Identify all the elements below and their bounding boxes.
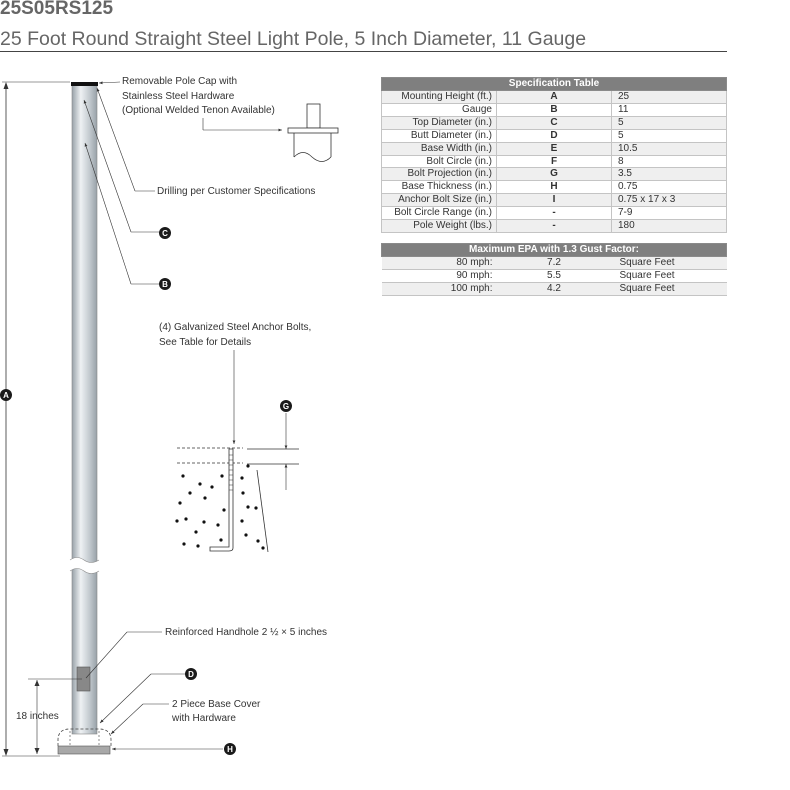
product-title: 25 Foot Round Straight Steel Light Pole,… <box>0 28 587 50</box>
specification-table: Specification Table Mounting Height (ft.… <box>381 77 727 233</box>
callout-base-cover: 2 Piece Base Cover with Hardware <box>171 699 263 724</box>
marker-c: C <box>159 227 171 239</box>
pole-cap <box>71 82 98 86</box>
svg-text:D: D <box>188 670 194 679</box>
callout-drilling: Drilling per Customer Specifications <box>157 186 315 197</box>
handhole-height-label: 18 inches <box>16 711 59 722</box>
svg-text:A: A <box>3 391 9 400</box>
marker-h: H <box>224 743 236 755</box>
spec-table-title: Specification Table <box>381 77 727 91</box>
callout-anchor-bolts: (4) Galvanized Steel Anchor Bolts, See T… <box>159 322 314 348</box>
marker-b: B <box>159 278 171 290</box>
table-row: Bolt Circle Range (in.)-7-9 <box>381 206 727 221</box>
svg-text:G: G <box>283 402 289 411</box>
svg-text:B: B <box>162 280 168 289</box>
epa-table-title: Maximum EPA with 1.3 Gust Factor: <box>381 243 727 257</box>
anchor-bolt <box>209 448 234 552</box>
base-plate <box>57 745 111 755</box>
epa-table: Maximum EPA with 1.3 Gust Factor: 80 mph… <box>381 243 727 296</box>
callout-handhole: Reinforced Handhole 2 ½ × 5 inches <box>165 627 327 638</box>
base-cover <box>57 728 112 746</box>
table-row: Pole Weight (lbs.)-180 <box>381 219 727 233</box>
pole-diagram: A Removable Pole Cap with Stainless Stee… <box>0 76 339 757</box>
marker-g: G <box>280 400 292 412</box>
tenon-detail <box>287 103 339 162</box>
title-divider <box>0 51 727 52</box>
product-code: 25S05RS125 <box>0 0 114 19</box>
callout-pole-cap: Removable Pole Cap with Stainless Steel … <box>122 76 275 116</box>
svg-text:H: H <box>227 745 233 754</box>
marker-d: D <box>185 668 197 680</box>
pole-shaft <box>71 83 98 735</box>
foundation-detail <box>175 447 269 553</box>
marker-a: A <box>0 389 12 401</box>
svg-text:C: C <box>162 229 168 238</box>
